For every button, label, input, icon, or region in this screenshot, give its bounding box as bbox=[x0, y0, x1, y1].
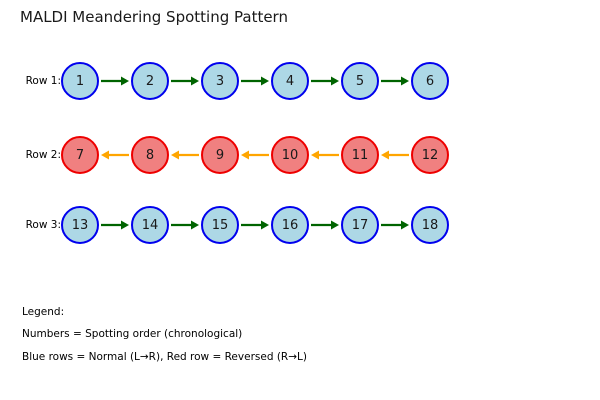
spot-node-2[interactable]: 2 bbox=[131, 62, 169, 100]
flow-arrow-left-2-1 bbox=[101, 150, 129, 160]
spot-node-11[interactable]: 11 bbox=[341, 136, 379, 174]
diagram-row-3: Row 3:13 14 15 16 17 18 bbox=[0, 203, 600, 247]
flow-arrow-right-3-5 bbox=[381, 220, 409, 230]
flow-arrow-right-1-2 bbox=[171, 76, 199, 86]
spot-node-10[interactable]: 10 bbox=[271, 136, 309, 174]
spot-node-3[interactable]: 3 bbox=[201, 62, 239, 100]
spot-node-9[interactable]: 9 bbox=[201, 136, 239, 174]
spot-node-1[interactable]: 1 bbox=[61, 62, 99, 100]
spot-node-12[interactable]: 12 bbox=[411, 136, 449, 174]
spot-node-18[interactable]: 18 bbox=[411, 206, 449, 244]
spot-node-8[interactable]: 8 bbox=[131, 136, 169, 174]
legend-line-3: Blue rows = Normal (L→R), Red row = Reve… bbox=[22, 351, 307, 363]
flow-arrow-left-2-5 bbox=[381, 150, 409, 160]
legend-line-1: Legend: bbox=[22, 306, 65, 318]
spot-node-15[interactable]: 15 bbox=[201, 206, 239, 244]
flow-arrow-left-2-4 bbox=[311, 150, 339, 160]
legend-line-2: Numbers = Spotting order (chronological) bbox=[22, 328, 243, 340]
figure-title: MALDI Meandering Spotting Pattern bbox=[20, 8, 288, 26]
flow-arrow-left-2-3 bbox=[241, 150, 269, 160]
flow-arrow-right-3-3 bbox=[241, 220, 269, 230]
flow-arrow-right-3-1 bbox=[101, 220, 129, 230]
flow-arrow-left-2-2 bbox=[171, 150, 199, 160]
spot-node-4[interactable]: 4 bbox=[271, 62, 309, 100]
flow-arrow-right-1-5 bbox=[381, 76, 409, 86]
flow-arrow-right-1-1 bbox=[101, 76, 129, 86]
flow-arrow-right-3-4 bbox=[311, 220, 339, 230]
spot-node-16[interactable]: 16 bbox=[271, 206, 309, 244]
spot-node-13[interactable]: 13 bbox=[61, 206, 99, 244]
spot-node-6[interactable]: 6 bbox=[411, 62, 449, 100]
flow-arrow-right-1-3 bbox=[241, 76, 269, 86]
spot-node-14[interactable]: 14 bbox=[131, 206, 169, 244]
spot-node-17[interactable]: 17 bbox=[341, 206, 379, 244]
spot-node-7[interactable]: 7 bbox=[61, 136, 99, 174]
flow-arrow-right-3-2 bbox=[171, 220, 199, 230]
row-label-1: Row 1: bbox=[25, 75, 61, 87]
spot-node-5[interactable]: 5 bbox=[341, 62, 379, 100]
row-label-2: Row 2: bbox=[25, 149, 61, 161]
row-label-3: Row 3: bbox=[25, 219, 61, 231]
flow-arrow-right-1-4 bbox=[311, 76, 339, 86]
